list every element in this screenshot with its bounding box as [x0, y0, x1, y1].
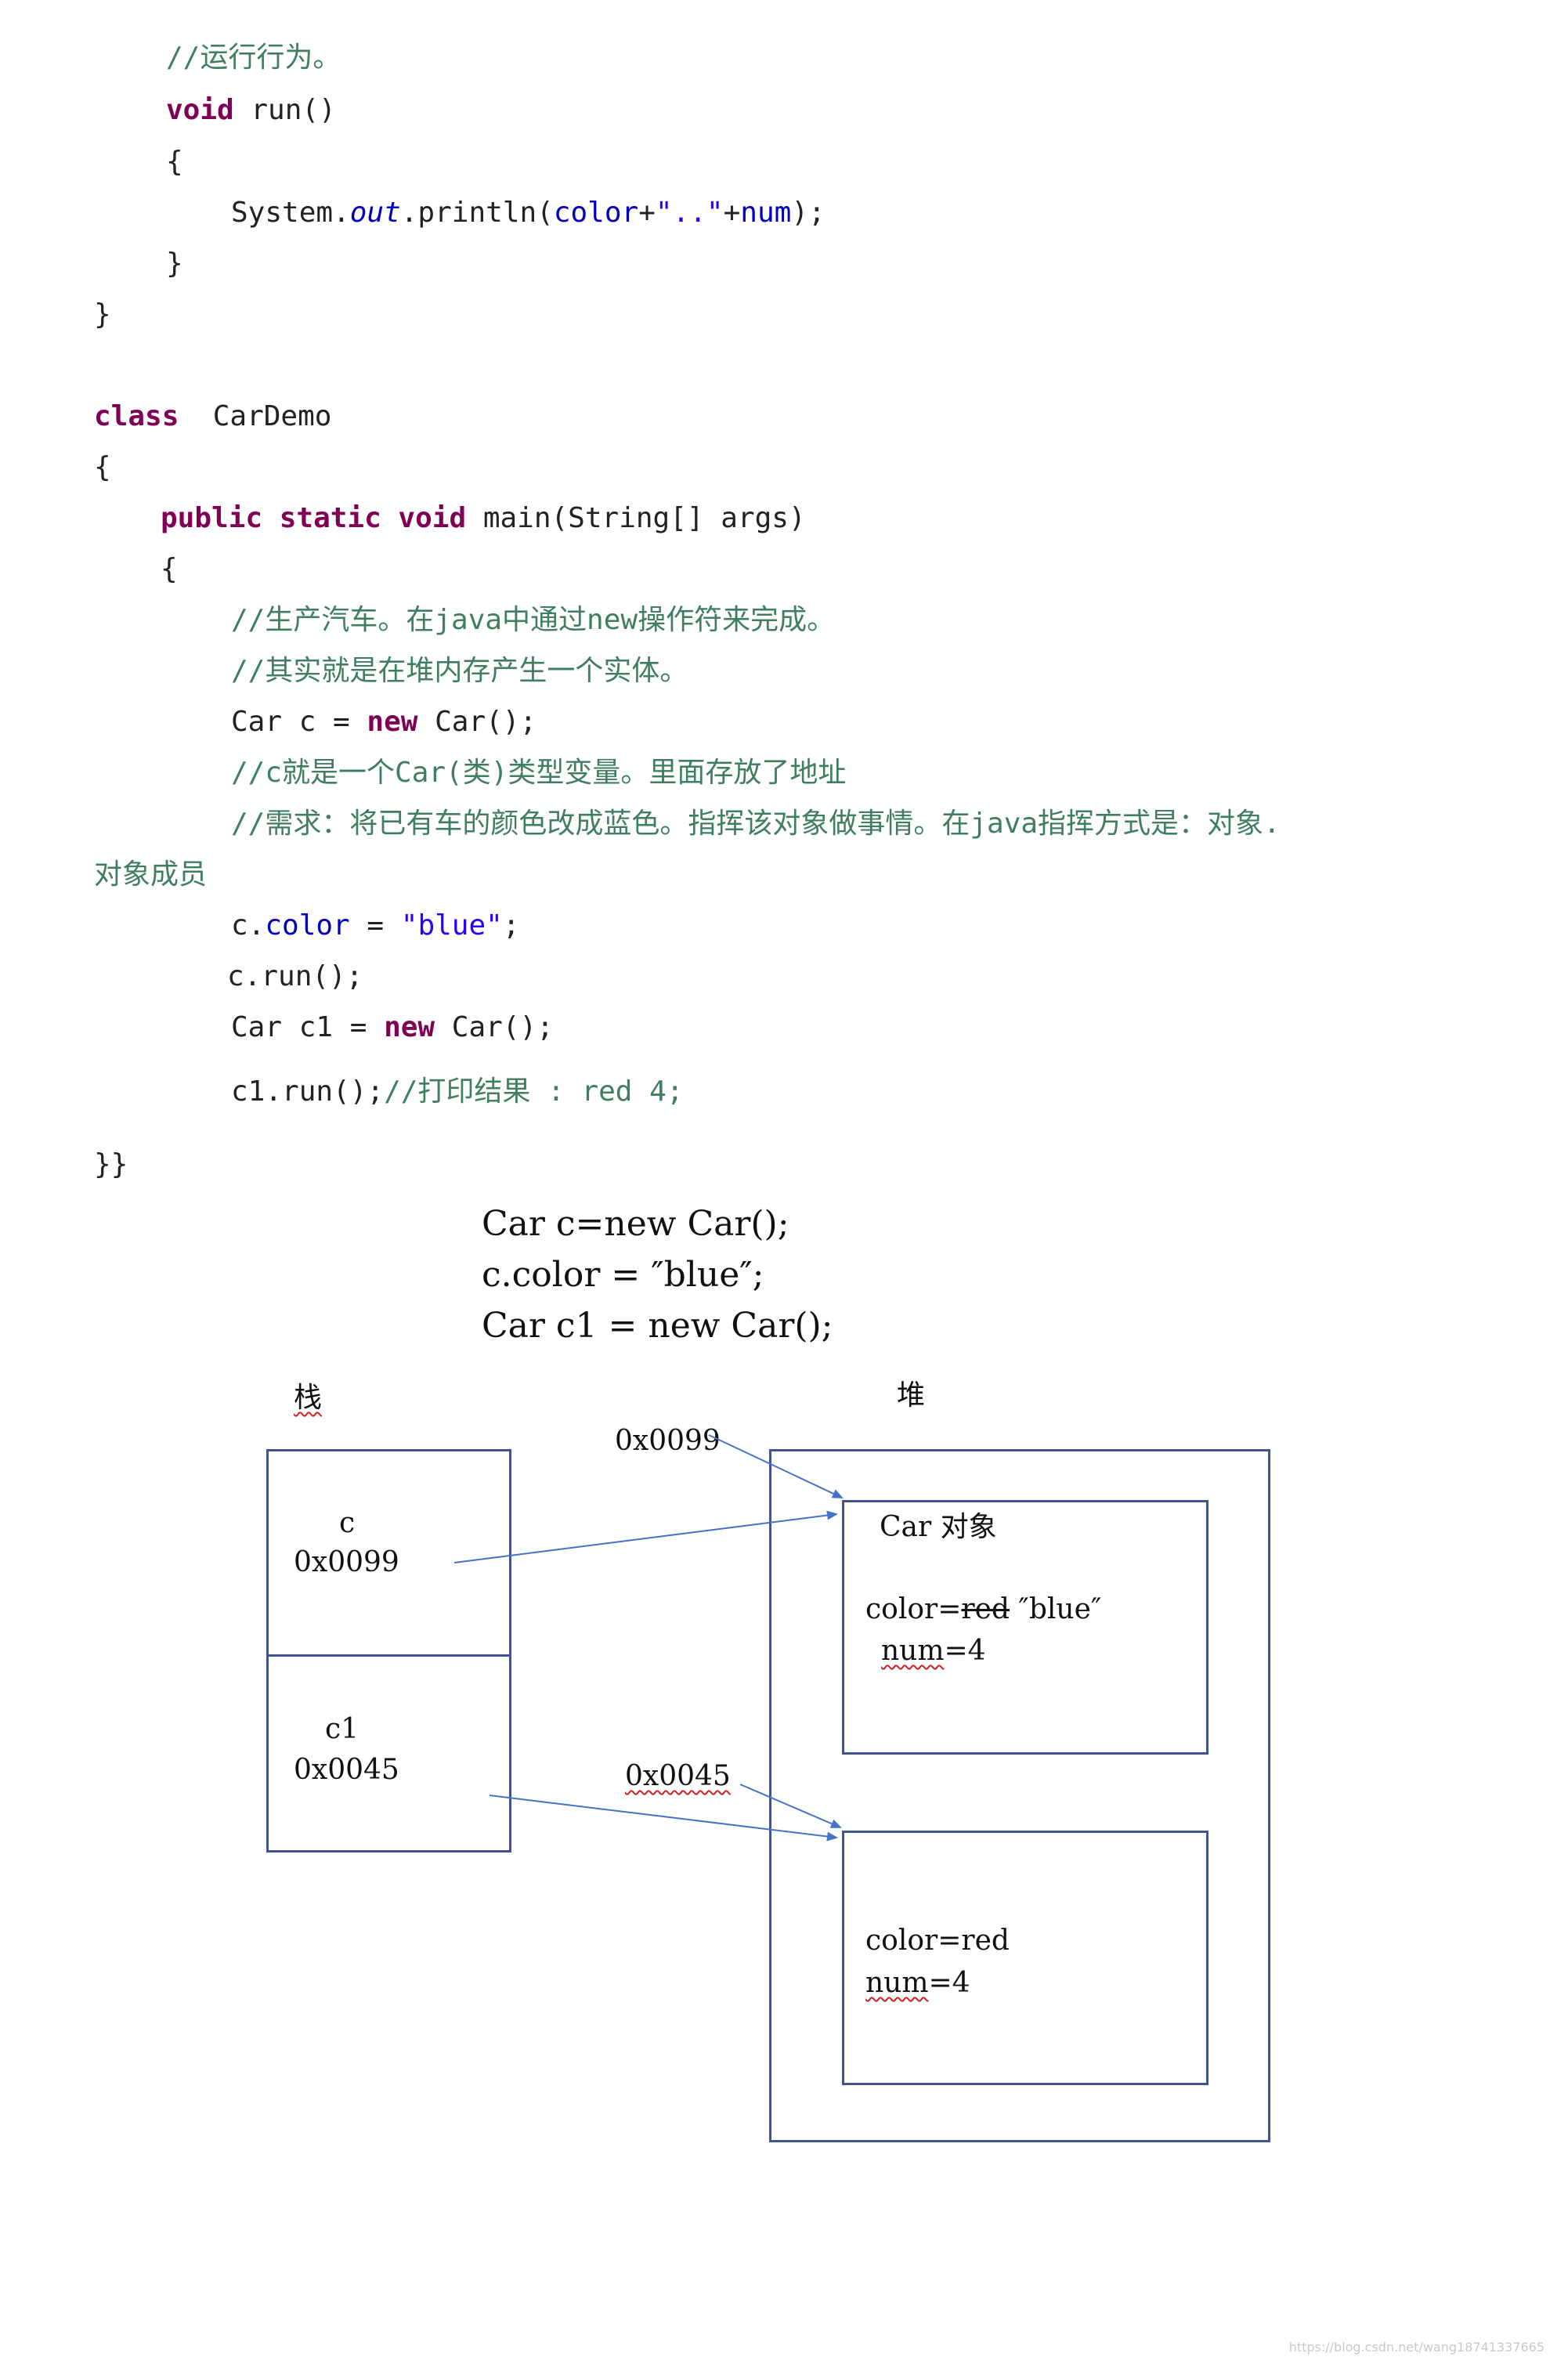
keyword-new: new	[367, 706, 418, 738]
statement-new-car-c1: Car c1 = new Car();	[231, 1010, 554, 1045]
color-new-value: ″blue″	[1009, 1593, 1102, 1625]
code-token: ;	[502, 909, 520, 942]
car-object-box	[842, 1500, 1209, 1755]
comment-requirement: //需求：将已有车的颜色改成蓝色。指挥该对象做事情。在java指挥方式是：对象.	[231, 808, 1281, 840]
keyword-public-static-void: public static void	[161, 502, 467, 534]
code-token: +	[723, 197, 741, 229]
color-key: color=	[865, 1593, 962, 1625]
brace-close: }	[94, 298, 111, 331]
main-signature: public static void main(String[] args)	[161, 501, 806, 536]
object-title: Car 对象	[880, 1511, 997, 1543]
heap-addr-0x0099: 0x0099	[615, 1425, 721, 1457]
stack-addr-c: 0x0099	[294, 1546, 399, 1578]
code-token: Car c1 =	[231, 1011, 385, 1043]
code-token: "blue"	[400, 909, 503, 942]
code-token: );	[791, 197, 826, 229]
arrow-c-to-object1	[453, 1510, 838, 1563]
statement-set-color: c.color = "blue";	[231, 909, 520, 943]
comment-heap-entity: //其实就是在堆内存产生一个实体。	[231, 655, 688, 687]
heap-box	[769, 1449, 1270, 2142]
code-token: ".."	[655, 197, 724, 229]
method-run-name: run()	[233, 94, 336, 126]
code-token: c.	[231, 909, 266, 942]
code-token: =	[349, 909, 401, 942]
brace-open: {	[94, 451, 111, 483]
arrow-c1-to-object2	[489, 1795, 838, 1842]
stack-box	[266, 1449, 511, 1853]
keyword-class: class	[94, 400, 179, 432]
statement-new-car: Car c = new Car();	[231, 705, 537, 739]
brace-close: }	[166, 248, 183, 280]
stack-title: 栈	[294, 1383, 322, 1414]
code-token: System.	[231, 197, 350, 229]
comment-run-behavior: //运行行为。	[166, 42, 341, 74]
stack-var-c1: c1	[325, 1713, 359, 1745]
color-old-value: red	[961, 1593, 1010, 1625]
brace-close: }}	[94, 1148, 128, 1180]
comment-produce-car: //生产汽车。在java中通过new操作符来完成。	[231, 604, 836, 636]
statement-c1-run: c1.run();//打印结果 : red 4;	[231, 1075, 684, 1109]
num-value: =4	[928, 1967, 970, 1999]
heap-title: 堆	[897, 1379, 926, 1412]
object2-num: num=4	[865, 1968, 970, 1999]
code-token: out	[349, 197, 401, 229]
comment-print-result: //打印结果 : red 4;	[384, 1075, 684, 1108]
num-key: num	[881, 1635, 945, 1667]
object1-num: num=4	[881, 1636, 986, 1667]
code-token: Car();	[417, 706, 537, 738]
keyword-void: void	[166, 94, 234, 126]
keyword-new: new	[384, 1011, 435, 1043]
code-token: color	[553, 197, 639, 229]
method-run-signature: void run()	[166, 93, 336, 128]
stack-title-text: 栈	[294, 1382, 323, 1414]
snippet-line: Car c=new Car();	[482, 1204, 789, 1244]
snippet-line: Car c1 = new Car();	[482, 1306, 833, 1346]
brace-open: {	[166, 146, 183, 178]
code-token: c1.run();	[231, 1075, 385, 1108]
comment-variable: //c就是一个Car(类)类型变量。里面存放了地址	[231, 757, 847, 789]
stack-divider	[266, 1654, 511, 1657]
snippet-line: c.color = ″blue″;	[482, 1255, 764, 1295]
num-value: =4	[944, 1635, 986, 1667]
stack-addr-c1: 0x0045	[294, 1754, 399, 1786]
code-token: .println(	[400, 197, 554, 229]
arrow-addr-to-object2	[739, 1784, 842, 1828]
watermark: https://blog.csdn.net/wang18741337665	[1288, 2340, 1545, 2355]
brace-open: {	[161, 553, 178, 585]
heap-addr-0x0045-text: 0x0045	[625, 1760, 731, 1792]
class-declaration: class CarDemo	[94, 399, 331, 434]
car-object-box-2	[842, 1831, 1209, 2085]
class-name: CarDemo	[179, 400, 332, 432]
arrow-addr-to-object1	[708, 1434, 844, 1498]
statement-run: c.run();	[227, 960, 363, 992]
heap-addr-0x0045: 0x0045	[625, 1761, 731, 1792]
println-statement: System.out.println(color+".."+num);	[231, 196, 826, 230]
num-key: num	[865, 1967, 929, 1999]
code-snippet: Car c=new Car(); c.color = ″blue″; Car c…	[482, 1198, 833, 1351]
comment-requirement-cont: 对象成员	[94, 858, 208, 891]
main-params: main(String[] args)	[466, 502, 806, 534]
code-token: Car();	[435, 1011, 554, 1043]
code-token: +	[638, 197, 656, 229]
code-token: Car c =	[231, 706, 367, 738]
stack-var-c: c	[339, 1507, 356, 1539]
code-token: color	[265, 909, 350, 942]
object1-color: color=red ″blue″	[865, 1594, 1101, 1625]
object2-color: color=red	[865, 1925, 1010, 1957]
code-token: num	[740, 197, 792, 229]
